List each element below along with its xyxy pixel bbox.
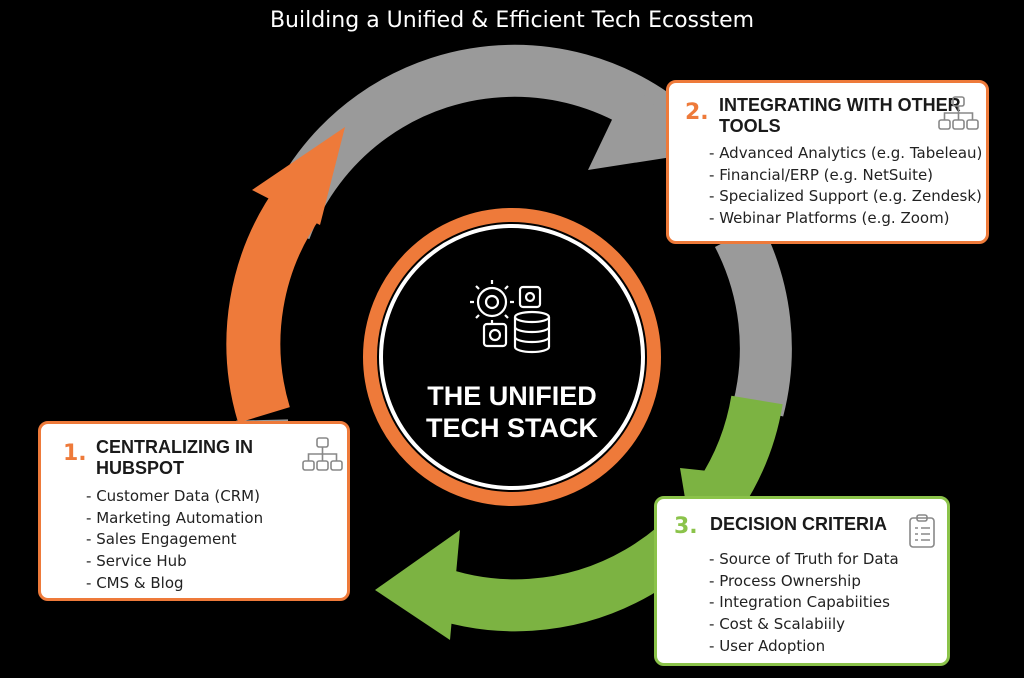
step-card-integrating: 2. INTEGRATING WITH OTHER TOOLS Advanced…	[666, 80, 989, 244]
list-item: Process Ownership	[709, 571, 899, 593]
step-item-list: Advanced Analytics (e.g. Tabeleau) Finan…	[709, 143, 982, 230]
cycle-ring-green	[420, 395, 783, 632]
step-item-list: Customer Data (CRM) Marketing Automation…	[86, 486, 263, 595]
step-card-centralizing: 1. CENTRALIZING IN HUBSPOT Customer Data…	[38, 421, 350, 601]
list-item: Sales Engagement	[86, 529, 263, 551]
step-item-list: Source of Truth for Data Process Ownersh…	[709, 549, 899, 658]
list-item: User Adoption	[709, 636, 899, 658]
list-item: Webinar Platforms (e.g. Zoom)	[709, 208, 982, 230]
step-title: INTEGRATING WITH OTHER TOOLS	[719, 95, 961, 137]
hierarchy-icon	[938, 96, 979, 130]
hub-title: THE UNIFIED TECH STACK	[392, 380, 632, 444]
step-card-decision: 3. DECISION CRITERIA Source of Truth for…	[654, 496, 950, 666]
list-item: Service Hub	[86, 551, 263, 573]
gears-database-icon	[470, 280, 551, 354]
list-item: Cost & Scalabiily	[709, 614, 899, 636]
list-item: Advanced Analytics (e.g. Tabeleau)	[709, 143, 982, 165]
step-title-line1: CENTRALIZING IN	[96, 437, 253, 457]
arrowhead-green	[375, 530, 460, 640]
step-number: 1.	[63, 441, 87, 466]
cycle-ring-gray-right	[714, 222, 792, 417]
diagram-title: Building a Unified & Efficient Tech Ecos…	[269, 8, 755, 33]
hub-title-line1: THE UNIFIED	[427, 381, 597, 411]
step-number: 3.	[674, 514, 698, 539]
list-item: Marketing Automation	[86, 508, 263, 530]
hub-inner-ring	[379, 224, 645, 490]
clipboard-icon	[909, 514, 935, 548]
list-item: Integration Capabiities	[709, 592, 899, 614]
step-title: CENTRALIZING IN HUBSPOT	[96, 437, 253, 479]
arrowhead-orange	[252, 127, 345, 225]
step-title-line2: TOOLS	[719, 116, 781, 136]
list-item: Customer Data (CRM)	[86, 486, 263, 508]
list-item: CMS & Blog	[86, 573, 263, 595]
cycle-ring-orange	[226, 184, 323, 423]
list-item: Specialized Support (e.g. Zendesk)	[709, 186, 982, 208]
step-title: DECISION CRITERIA	[710, 514, 887, 535]
step-title-line1: DECISION CRITERIA	[710, 514, 888, 534]
hierarchy-icon	[302, 437, 343, 471]
list-item: Source of Truth for Data	[709, 549, 899, 571]
step-title-line2: HUBSPOT	[96, 458, 185, 478]
step-number: 2.	[685, 100, 709, 125]
step-title-line1: INTEGRATING WITH OTHER	[719, 95, 961, 115]
hub-title-line2: TECH STACK	[426, 413, 598, 443]
list-item: Financial/ERP (e.g. NetSuite)	[709, 165, 982, 187]
